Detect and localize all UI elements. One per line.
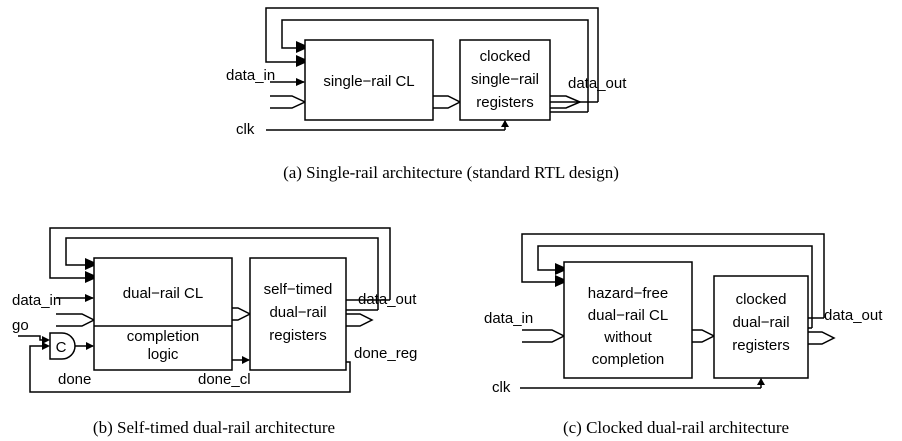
completion-label-line2: logic [148,346,179,363]
data-in-label-c: data_in [484,310,533,327]
cl-label-line4-c: completion [592,351,665,368]
clk-label-a: clk [236,121,255,138]
register-label-line1-b: self−timed [264,281,333,298]
data-out-bus-a [550,95,582,109]
clk-arrow-c [757,378,765,385]
feedback-arrow-a [296,41,305,53]
done-cl-arrow [242,356,250,364]
data-in-label-a: data_in [226,67,275,84]
go-line [18,335,44,341]
clk-arrow-a [501,120,509,127]
data-in-label-b: data_in [12,292,61,309]
diagram-b: data_in dual−rail CL completion logic se… [12,227,417,437]
register-label-line2-a: single−rail [471,71,539,88]
cl-to-reg-bus-a [433,95,462,109]
c-element-out-arrow [86,342,94,350]
data-in-bus-a [270,95,307,109]
single-rail-cl-label: single−rail CL [323,73,414,90]
cl-to-reg-bus-c [692,329,716,343]
feedback-arrow-c [555,263,564,275]
done-reg-feedback [29,345,351,393]
caption-a: (a) Single-rail architecture (standard R… [283,163,619,182]
feedback-loop-inner-a [281,19,589,112]
data-in-arrow-a [296,78,305,86]
data-out-bus-c [808,331,836,345]
done-reg-arrow [42,342,50,350]
go-label: go [12,317,29,334]
data-in-bus-c [522,329,566,343]
feedback-loop-inner-b [65,237,379,310]
done-reg-label: done_reg [354,345,417,362]
data-out-bus-b [346,313,374,327]
go-arrow [42,336,50,344]
feedback-loop-outer-c [521,233,825,318]
register-label-line1-a: clocked [480,48,531,65]
register-label-line1-c: clocked [736,291,787,308]
diagram-c: data_in hazard−free dual−rail CL without… [484,233,883,437]
feedback-arrow-b-2 [85,271,94,283]
clk-label-c: clk [492,379,511,396]
dual-rail-cl-box [93,257,233,371]
feedback-loop-inner-c [537,245,813,328]
cl-to-reg-bus-b [232,307,252,321]
diagram-a: single−rail CL clocked single−rail regis… [226,7,627,182]
self-timed-register-box [249,257,347,371]
feedback-loop-outer-a [265,7,599,102]
c-element-gate [49,332,76,360]
completion-label-line1: completion [127,328,200,345]
done-label: done [58,371,91,388]
register-label-line2-c: dual−rail [732,314,789,331]
dual-rail-cl-label: dual−rail CL [123,285,203,302]
clocked-single-rail-register-box [459,39,551,121]
data-in-bus-b [56,313,96,327]
register-label-line3-b: registers [269,327,327,344]
caption-c: (c) Clocked dual-rail architecture [563,418,789,437]
done-cl-label: done_cl [198,371,251,388]
c-element-label: C [56,339,67,356]
clocked-dual-rail-register-box [713,275,809,379]
hazard-free-cl-box [563,261,693,379]
cl-label-line1-c: hazard−free [588,285,668,302]
single-rail-cl-box [304,39,434,121]
data-out-label-b: data_out [358,291,417,308]
data-out-label-a: data_out [568,75,627,92]
feedback-loop-outer-b [49,227,391,300]
cl-label-line2-c: dual−rail CL [588,307,668,324]
register-label-line3-c: registers [732,337,790,354]
data-out-label-c: data_out [824,307,883,324]
register-label-line3-a: registers [476,94,534,111]
feedback-arrow-c-2 [555,275,564,287]
data-in-arrow-b [85,294,94,302]
feedback-arrow-a-2 [296,55,305,67]
caption-b: (b) Self-timed dual-rail architecture [93,418,335,437]
register-label-line2-b: dual−rail [269,304,326,321]
feedback-arrow-b [85,258,94,270]
cl-label-line3-c: without [603,329,652,346]
